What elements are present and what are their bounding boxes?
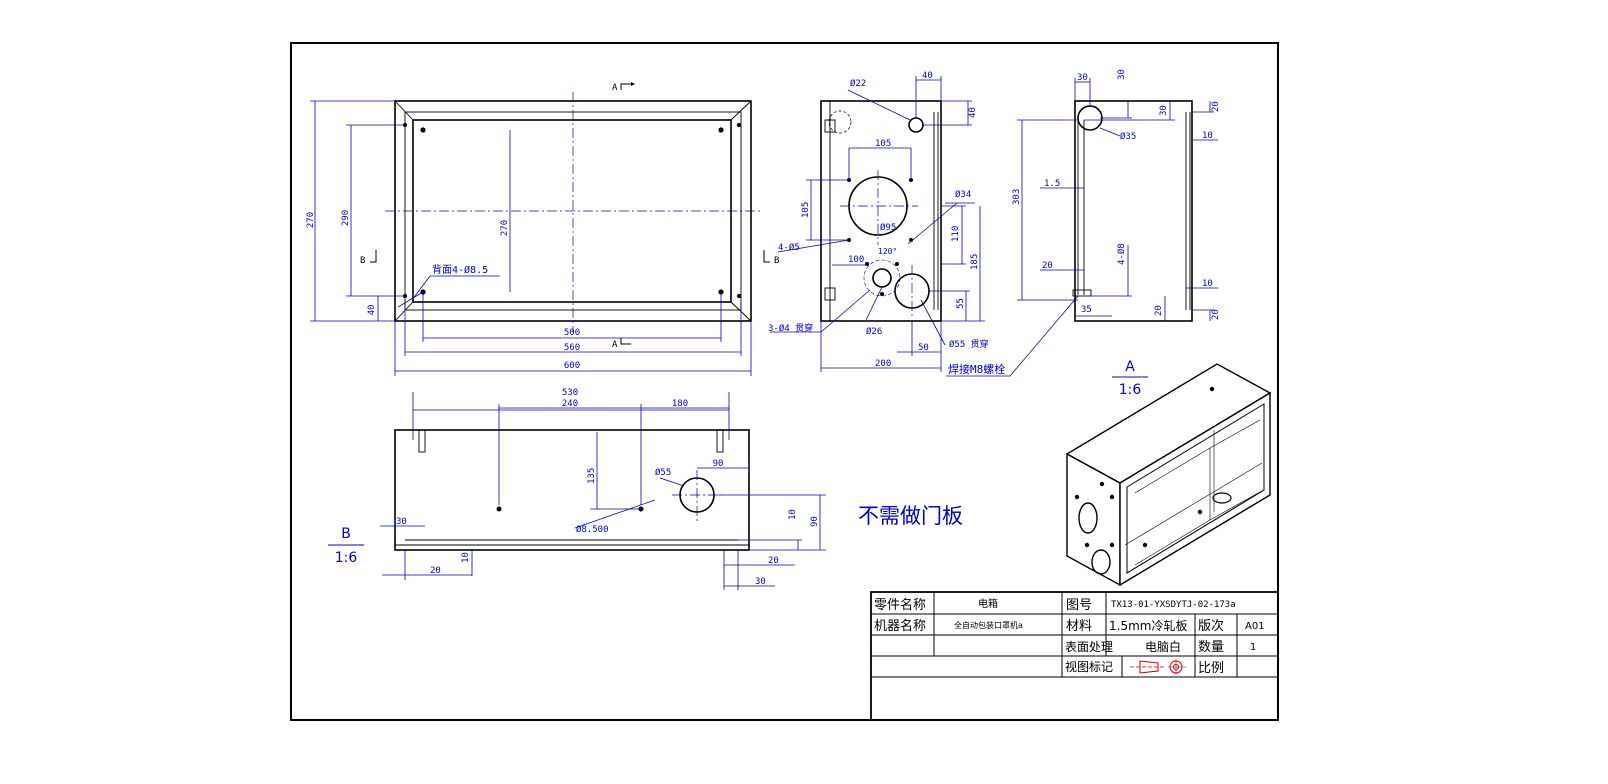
title-material-value: 1.5mm冷轧板 — [1109, 619, 1187, 633]
dim-front-w-holes: 500 — [564, 328, 580, 338]
title-surface-value: 电脑白 — [1145, 639, 1181, 654]
dim-bottom-h10-r: 10 — [788, 509, 798, 520]
dim-right-h20-br: 20 — [1211, 309, 1221, 320]
bottom-view: 530 240 180 90 Ø55 135 Ø8.500 10 90 30 1… — [380, 388, 826, 590]
title-qty-value: 1 — [1250, 642, 1256, 653]
dim-front-h-inner: 290 — [341, 210, 351, 226]
scale-a-ratio: 1:6 — [1119, 382, 1142, 398]
dim-front-bottom-offset: 40 — [367, 305, 377, 316]
title-part-name-label: 零件名称 — [874, 597, 926, 613]
dim-side-d95: Ø95 — [880, 222, 896, 233]
scale-label-b: B 1:6 — [328, 526, 364, 566]
front-hole-note: 背面4-Ø8.5 — [432, 263, 488, 276]
dim-bottom-d8-5: Ø8.500 — [576, 524, 609, 535]
dim-side-w105: 105 — [875, 139, 891, 149]
dim-bottom-w30-l: 30 — [396, 517, 407, 527]
drawing-border — [290, 42, 1279, 721]
dim-bottom-w20-r: 20 — [768, 556, 779, 566]
dim-right-w10-r: 10 — [1202, 131, 1213, 141]
dim-side-h185: 185 — [970, 254, 980, 270]
dim-side-d55: Ø55 贯穿 — [949, 338, 989, 350]
dim-side-w200: 200 — [875, 359, 891, 369]
title-surface-label: 表面处理 — [1065, 640, 1113, 654]
dim-bottom-h90: 90 — [810, 516, 820, 527]
dim-side-d26: Ø26 — [866, 326, 882, 337]
dim-right-h303: 303 — [1012, 189, 1022, 205]
dim-side-holes-3d4: 3-Ø4 贯穿 — [768, 322, 813, 334]
dim-front-w-inner: 560 — [564, 343, 580, 353]
section-mark-b-right: B — [774, 256, 779, 266]
dim-right-w20: 20 — [1042, 261, 1053, 271]
dim-front-w-total: 600 — [564, 361, 580, 371]
section-mark-b-left: B — [360, 256, 365, 266]
dim-front-h-total: 270 — [306, 212, 316, 228]
title-revision-value: A01 — [1245, 621, 1265, 632]
dim-bottom-w180: 180 — [672, 399, 688, 409]
scale-a-letter: A — [1125, 359, 1135, 375]
section-mark-a-bottom: A — [612, 340, 618, 350]
dim-right-d35: Ø35 — [1120, 131, 1136, 142]
dim-side-h55: 55 — [956, 298, 966, 309]
dim-right-t1-5: 1.5 — [1044, 179, 1060, 189]
dim-bottom-h10-b: 10 — [461, 552, 471, 563]
title-scale-label: 比例 — [1198, 661, 1224, 676]
dim-right-h30-b: 30 — [1159, 105, 1169, 116]
title-part-name-value: 电箱 — [978, 597, 998, 610]
title-drawing-no-label: 图号 — [1066, 598, 1092, 613]
title-block: 零件名称 电箱 图号 TX13-01-YXSDYTJ-02-173a 机器名称 … — [870, 591, 1279, 721]
weld-note: 焊接M8螺栓 — [948, 362, 1005, 376]
scale-b-letter: B — [341, 526, 351, 542]
dim-right-h30-top: 30 — [1117, 69, 1127, 80]
dim-side-w40-top: 40 — [922, 71, 933, 81]
dim-right-h20-b: 20 — [1154, 305, 1164, 316]
dim-bottom-w20-b: 20 — [430, 566, 441, 576]
dim-side-w100: 100 — [848, 255, 864, 265]
dim-side-angle: 120° — [878, 247, 897, 256]
title-machine-name-label: 机器名称 — [874, 618, 926, 634]
title-view-mark-label: 视图标记 — [1065, 659, 1113, 674]
dim-side-h110: 110 — [951, 226, 961, 242]
dim-side-w50: 50 — [918, 343, 929, 353]
dim-right-w35: 35 — [1081, 305, 1092, 315]
title-material-label: 材料 — [1066, 619, 1092, 634]
title-qty-label: 数量 — [1198, 640, 1224, 655]
dim-front-h-holes: 270 — [500, 220, 510, 236]
isometric-view — [1065, 363, 1272, 587]
dim-right-w10-b: 10 — [1202, 279, 1213, 289]
dim-side-d22: Ø22 — [850, 78, 866, 89]
note-no-door-panel: 不需做门板 — [858, 504, 963, 528]
front-view: 270 290 270 40 500 560 600 背面4-Ø8.5 A A … — [306, 82, 779, 376]
right-view: 30 30 30 20 Ø35 10 303 1.5 20 4-Ø8 10 35… — [1012, 69, 1221, 322]
dim-right-holes-4d8: 4-Ø8 — [1116, 243, 1127, 265]
dim-bottom-h135: 135 — [587, 468, 597, 484]
title-revision-label: 版次 — [1198, 618, 1224, 634]
title-machine-name-value: 全自动包装口罩机a — [954, 620, 1023, 630]
dim-bottom-w240: 240 — [562, 399, 578, 409]
title-drawing-no-value: TX13-01-YXSDYTJ-02-173a — [1111, 600, 1236, 610]
dim-side-h105: 105 — [801, 202, 811, 218]
dim-bottom-w530: 530 — [562, 388, 578, 398]
section-mark-a-top: A — [612, 83, 618, 93]
dim-bottom-w30-r: 30 — [755, 577, 766, 587]
dim-bottom-d55: Ø55 — [655, 467, 671, 478]
side-view: Ø22 40 40 105 105 Ø34 Ø95 4-Ø5 100 120° … — [768, 71, 1079, 377]
dim-side-holes-4d5: 4-Ø5 — [778, 242, 800, 253]
dim-right-w30-top: 30 — [1077, 73, 1088, 83]
scale-label-a: A 1:6 — [1112, 359, 1148, 398]
dim-bottom-w90: 90 — [713, 459, 724, 469]
scale-b-ratio: 1:6 — [335, 550, 358, 566]
dim-right-h20-r: 20 — [1211, 101, 1221, 112]
projection-symbol-icon — [1130, 659, 1186, 675]
dim-side-h40-right: 40 — [968, 107, 978, 118]
dim-side-d34: Ø34 — [955, 189, 971, 200]
